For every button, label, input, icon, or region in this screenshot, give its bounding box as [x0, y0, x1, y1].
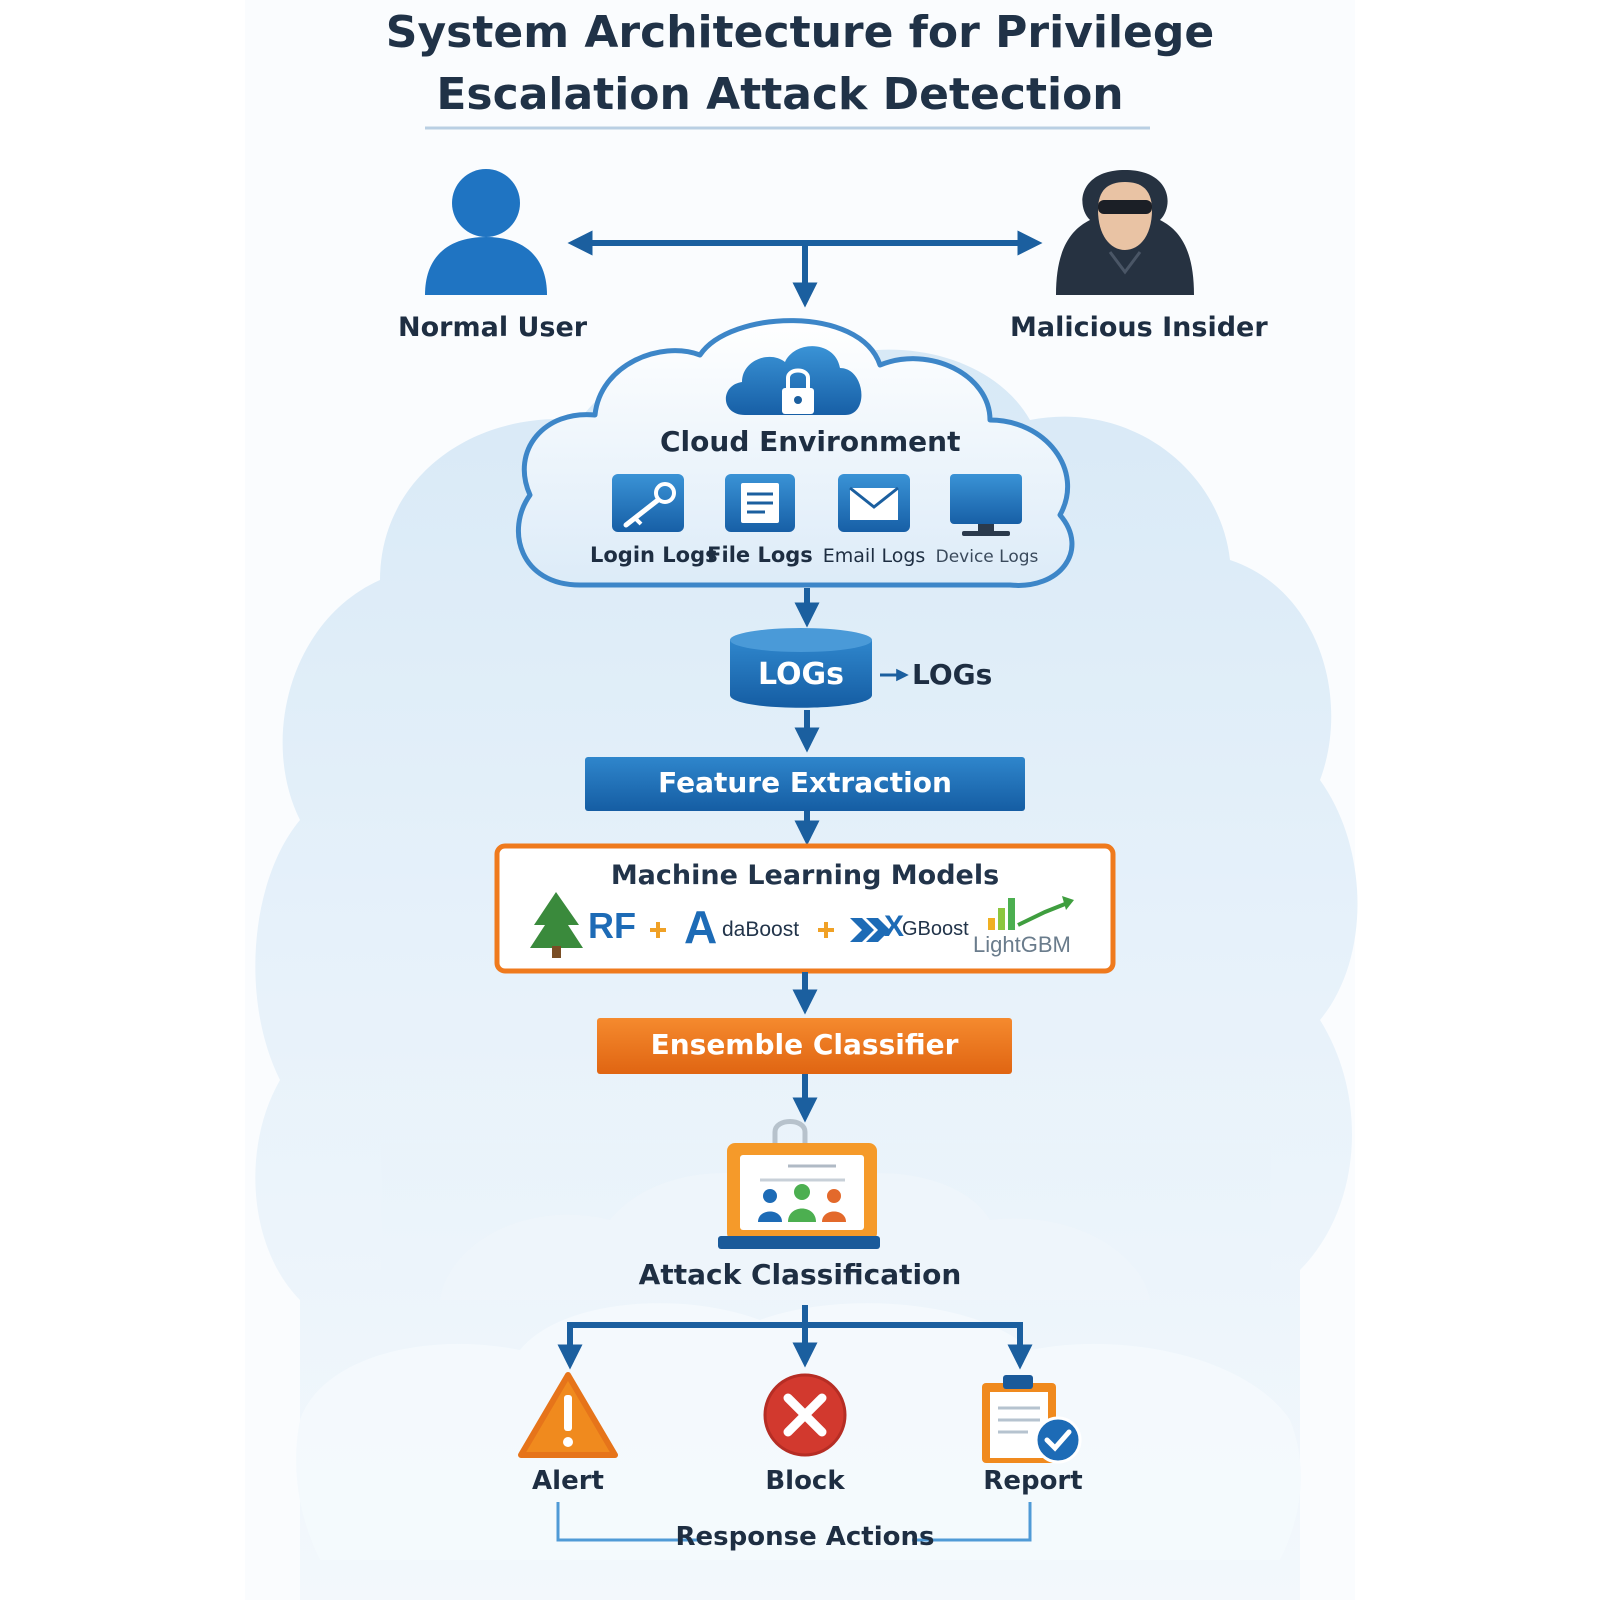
cloud-lock-icon — [725, 346, 862, 415]
tree-icon — [530, 892, 583, 958]
attack-classification-label: Attack Classification — [638, 1258, 962, 1291]
feature-extraction-box — [585, 757, 1025, 811]
response-actions-label: Response Actions — [675, 1522, 935, 1552]
email-icon — [838, 474, 910, 532]
adaboost-label: daBoost — [722, 918, 800, 941]
device-logs-label: Device Logs — [935, 547, 1039, 567]
file-logs-label: File Logs — [707, 543, 813, 567]
ml-models-title: Machine Learning Models — [610, 860, 1000, 891]
block-x-icon — [763, 1373, 847, 1457]
email-logs-label: Email Logs — [822, 545, 926, 567]
logs-side-label: LOGs — [912, 658, 993, 691]
file-icon — [725, 474, 795, 532]
malicious-insider-label: Malicious Insider — [1010, 312, 1268, 343]
monitor-icon — [950, 474, 1022, 536]
ensemble-classifier-box — [597, 1018, 1012, 1074]
adaboost-letter: A — [684, 901, 718, 953]
block-label: Block — [765, 1466, 845, 1496]
response-actions-bracket — [556, 1502, 1032, 1542]
normal-user-label: Normal User — [398, 312, 588, 343]
key-icon — [612, 474, 684, 532]
xgboost-label: GBoost — [902, 918, 969, 940]
plus-sign — [818, 922, 834, 938]
plus-sign — [650, 922, 666, 938]
lightgbm-label: LightGBM — [973, 932, 1071, 957]
report-label: Report — [983, 1466, 1083, 1496]
rf-model-label: RF — [588, 905, 636, 946]
cloud-environment-label: Cloud Environment — [660, 425, 961, 458]
malicious-insider-icon — [1056, 170, 1194, 295]
report-clipboard-icon — [982, 1375, 1082, 1464]
lightgbm-chart-icon — [988, 896, 1074, 930]
dashboard-users-icon — [718, 1119, 880, 1249]
ensemble-classifier-label: Ensemble Classifier — [650, 1028, 959, 1061]
action-branch-arrows — [557, 1305, 1033, 1370]
xgboost-letter: X — [884, 910, 905, 943]
alert-label: Alert — [532, 1466, 604, 1496]
alert-warning-icon — [518, 1372, 618, 1458]
ml-models-box — [494, 843, 1116, 974]
diagram-title-line2: Escalation Attack Detection — [436, 69, 1124, 120]
login-logs-label: Login Logs — [590, 543, 718, 567]
feature-extraction-label: Feature Extraction — [658, 766, 952, 799]
logs-database-label: LOGs — [757, 657, 845, 692]
normal-user-icon — [425, 169, 547, 295]
logs-database-icon — [730, 628, 872, 708]
diagram-title-line1: System Architecture for Privilege — [385, 7, 1215, 58]
xgboost-chevron-icon — [850, 918, 890, 942]
